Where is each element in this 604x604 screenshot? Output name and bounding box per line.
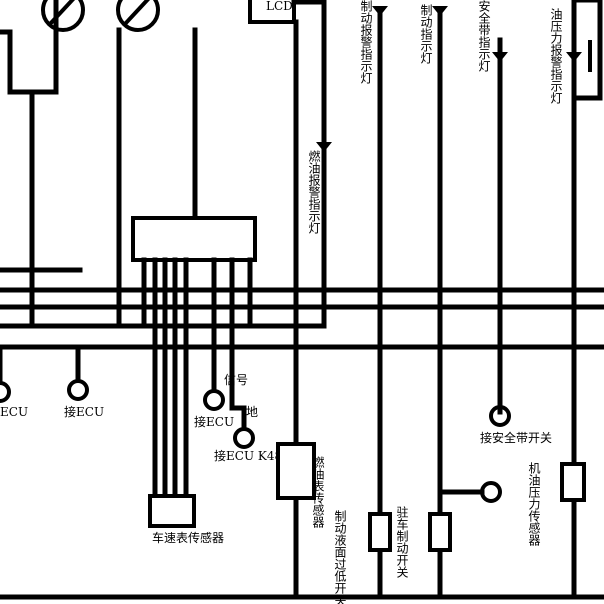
oil-pressure-label: 机油压力传感器 bbox=[527, 462, 541, 547]
ecu-left-label: ECU bbox=[0, 405, 28, 419]
gauge-symbol bbox=[41, 0, 85, 32]
brake-warning-lamp-label: 制动报警指示灯 bbox=[359, 0, 373, 85]
brake-lamp-label: 制动指示灯 bbox=[419, 4, 433, 65]
speed-sensor-label-1: 车速表传感器 bbox=[152, 530, 224, 545]
ecu-terminal[interactable] bbox=[0, 381, 11, 403]
seatbelt-switch-label: 接安全带开关 bbox=[480, 430, 552, 445]
lcd-label: LCD bbox=[266, 0, 293, 13]
lamp-icon bbox=[432, 6, 448, 16]
lamp-icon bbox=[316, 142, 332, 152]
ecu-terminal[interactable] bbox=[67, 379, 89, 401]
ecu-1-label: 接ECU bbox=[64, 404, 104, 419]
wire bbox=[0, 0, 59, 95]
brake-fluid-label: 制动液面过低开关 bbox=[333, 510, 347, 604]
gauge-symbol bbox=[116, 0, 160, 32]
connector-block bbox=[131, 216, 257, 262]
oil-pressure-lamp-label: 油压力报警指示灯 bbox=[549, 8, 563, 105]
ecu-2-label: 接ECU bbox=[194, 414, 234, 429]
speed-sensor bbox=[148, 494, 196, 528]
lcd-module: LCD bbox=[248, 0, 296, 24]
svg-text:燃油表传感器: 燃油表传感器 bbox=[311, 455, 325, 529]
ground-terminal[interactable] bbox=[233, 427, 255, 449]
seatbelt-lamp-label: 安全带指示灯 bbox=[477, 0, 491, 73]
signal-label: 信号 bbox=[224, 373, 248, 387]
fuel-sensor bbox=[276, 442, 316, 500]
wire bbox=[229, 405, 247, 431]
wire bbox=[571, 0, 603, 101]
parking-brake-switch bbox=[428, 512, 452, 552]
fuel-sensor-label: 燃油表传感器 bbox=[311, 455, 325, 529]
branch-terminal[interactable] bbox=[480, 481, 502, 503]
oil-pressure-sensor bbox=[560, 462, 586, 502]
lamp-icon bbox=[566, 52, 582, 62]
wire bbox=[291, 0, 327, 329]
signal-terminal[interactable] bbox=[203, 389, 225, 411]
seatbelt-terminal[interactable] bbox=[489, 405, 511, 427]
lamp-icon bbox=[372, 6, 388, 16]
parking-brake-label: 驻车制动开关 bbox=[395, 505, 409, 578]
ecu-k48-label: 接ECU K48 bbox=[214, 448, 282, 463]
ground-label: 地 bbox=[246, 405, 258, 419]
brake-fluid-switch bbox=[368, 512, 392, 552]
lamp-icon bbox=[492, 52, 508, 62]
fuel-warning-lamp-label: 燃油报警指示灯 bbox=[307, 149, 321, 235]
